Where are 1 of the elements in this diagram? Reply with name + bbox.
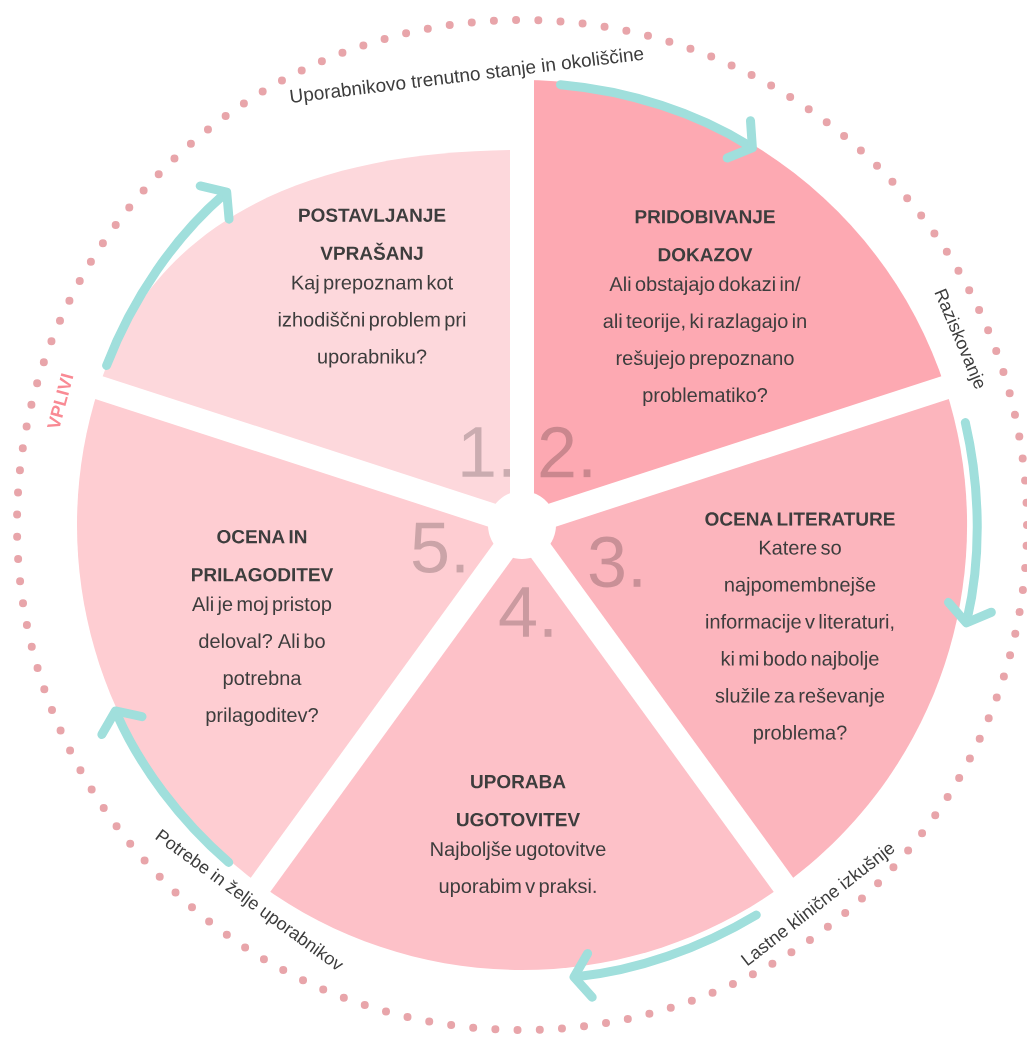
ring-label: VPLIVI [46, 373, 74, 428]
